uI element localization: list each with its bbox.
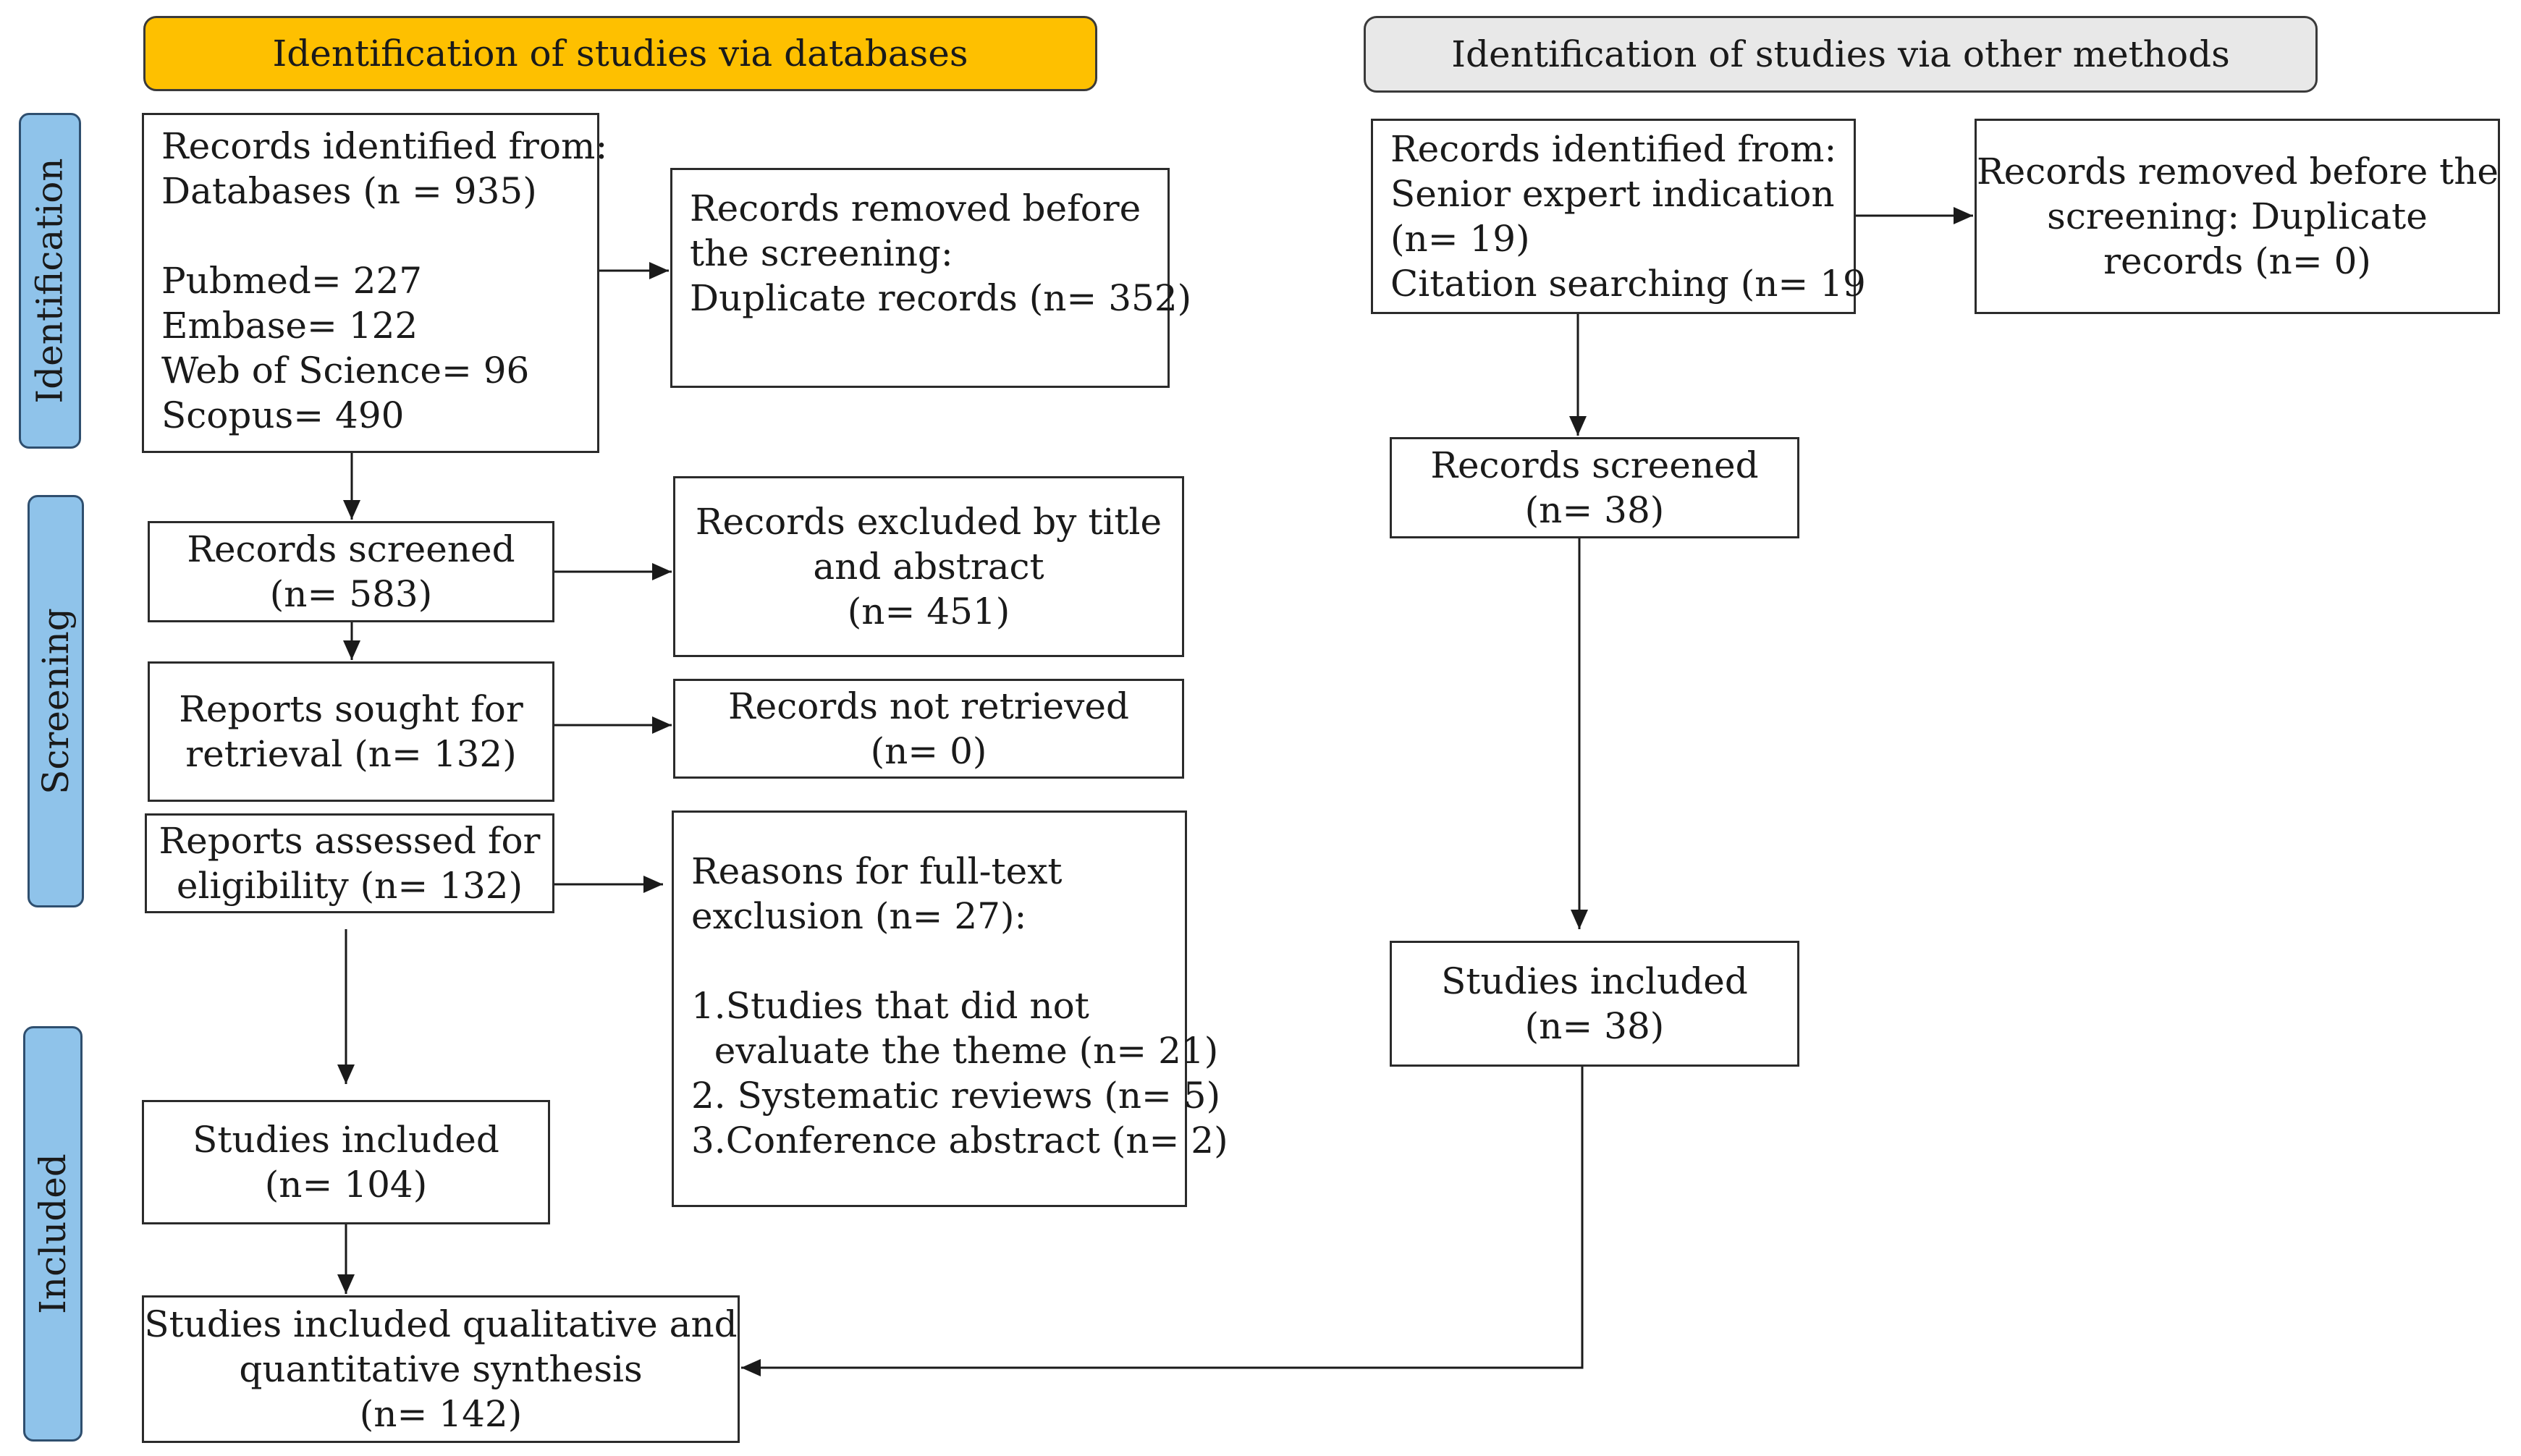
records-removed-box: Records removed before the screening: Du… (670, 168, 1192, 388)
stage-screening: Screening (28, 495, 84, 907)
databases-header-label: Identification of studies via databases (272, 33, 968, 75)
records-not-retrieved-box: Records not retrieved (n= 0) (673, 679, 1184, 779)
synthesis-box: Studies included qualitative and quantit… (142, 1295, 740, 1443)
records-identified-other-box: Records identified from: Senior expert i… (1371, 119, 1866, 314)
text-line: Databases (n = 935) (161, 170, 537, 212)
text-line: (n= 104) (264, 1164, 428, 1206)
text-line: and abstract (813, 546, 1044, 588)
text-line: screening: Duplicate (2047, 195, 2428, 237)
records-identified-databases-box: Records identified from: Databases (n = … (142, 113, 607, 453)
text-line: Studies included (1441, 960, 1748, 1002)
text-line: Embase= 122 (161, 305, 418, 347)
text-line: Records removed before the (1977, 151, 2499, 192)
text-line: Studies included qualitative and (144, 1303, 738, 1345)
stage-included: Included (23, 1026, 83, 1442)
text-line: Reports assessed for (159, 820, 541, 862)
text-line: Reasons for full-text (691, 850, 1063, 892)
text-line: Duplicate records (n= 352) (690, 277, 1192, 319)
text-line: the screening: (690, 232, 953, 274)
text-line: Records not retrieved (727, 685, 1129, 727)
text-line: Scopus= 490 (161, 394, 405, 436)
text-line: Web of Science= 96 (161, 350, 530, 391)
text-line: 1.Studies that did not (691, 985, 1089, 1027)
reports-sought-box: Reports sought for retrieval (n= 132) (148, 661, 554, 802)
text-line: eligibility (n= 132) (176, 865, 523, 907)
exclusion-reasons-box: Reasons for full-text exclusion (n= 27):… (672, 810, 1228, 1207)
arrow-other-included-to-synthesis (741, 1067, 1584, 1376)
records-screened-box: Records screened (n= 583) (148, 521, 554, 622)
databases-header: Identification of studies via databases (143, 16, 1097, 91)
records-removed-other-box: Records removed before the screening: Du… (1975, 119, 2500, 314)
text-line: Senior expert indication (1390, 173, 1835, 215)
text-line: Records screened (1430, 444, 1759, 486)
text-line: quantitative synthesis (239, 1348, 643, 1390)
text-line: (n= 451) (847, 591, 1010, 632)
records-excluded-box: Records excluded by title and abstract (… (673, 476, 1184, 657)
text-line: (n= 38) (1524, 1005, 1665, 1047)
text-line: (n= 583) (269, 573, 433, 615)
text-line: Pubmed= 227 (161, 260, 423, 302)
text-line: (n= 0) (870, 730, 987, 772)
studies-included-left-box: Studies included (n= 104) (142, 1100, 550, 1224)
text-line: Reports sought for (179, 688, 523, 730)
stage-identification: Identification (19, 113, 81, 449)
text-line: (n= 142) (359, 1393, 523, 1435)
text-line: 2. Systematic reviews (n= 5) (691, 1075, 1221, 1117)
records-screened-other-box: Records screened (n= 38) (1390, 437, 1799, 538)
reports-assessed-box: Reports assessed for eligibility (n= 132… (145, 813, 554, 913)
text-line: (n= 19) (1390, 218, 1530, 260)
text-line: records (n= 0) (2103, 240, 2371, 282)
text-line: exclusion (n= 27): (691, 895, 1027, 937)
other-methods-header: Identification of studies via other meth… (1364, 16, 2318, 93)
text-line: Records removed before (690, 187, 1141, 229)
text-line: retrieval (n= 132) (185, 733, 517, 775)
text-line: Records identified from: (1390, 128, 1837, 170)
studies-included-other-box: Studies included (n= 38) (1390, 941, 1799, 1067)
text-line: Studies included (193, 1119, 499, 1161)
other-methods-header-label: Identification of studies via other meth… (1451, 33, 2230, 75)
text-line: (n= 38) (1524, 489, 1665, 531)
text-line: Records excluded by title (695, 501, 1162, 543)
text-line: Records screened (187, 528, 515, 570)
